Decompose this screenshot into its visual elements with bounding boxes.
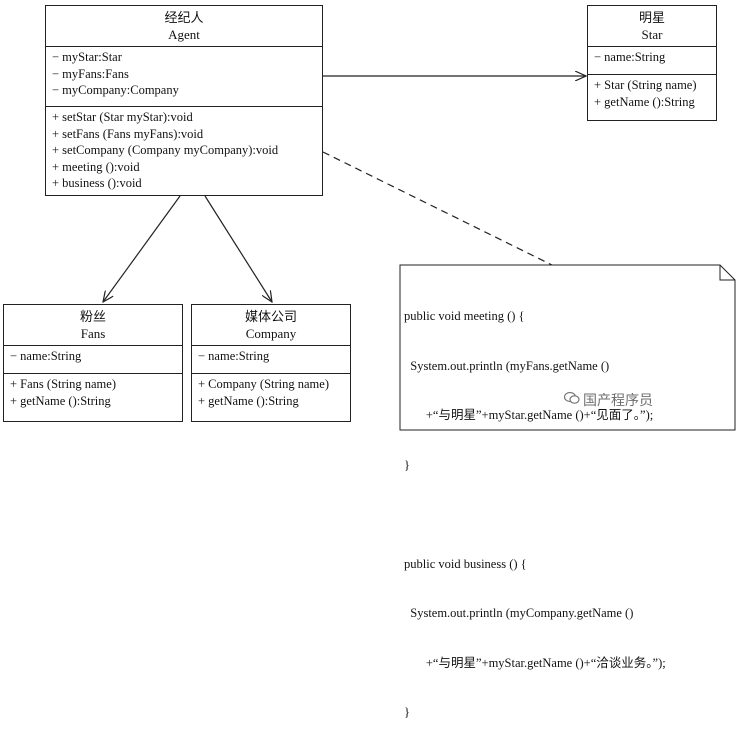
code-line: System.out.println (myFans.getName () [404,358,610,373]
class-fans-en-name: Fans [80,326,106,341]
class-fans-operations: + Fans (String name) + getName ():String [4,373,182,412]
class-star-en-name: Star [641,27,663,42]
association-agent-fans [103,195,181,302]
code-line: +“与明星”+myStar.getName ()+“洽谈业务。”); [404,655,666,670]
attribute: − myFans:Fans [52,66,129,81]
attribute: − myStar:Star [52,50,122,64]
class-agent: 经纪人 Agent − myStar:Star − myFans:Fans − … [45,5,323,196]
class-company-attributes: − name:String [192,345,350,373]
operation: + Fans (String name) [10,377,116,391]
class-agent-operations: + setStar (Star myStar):void + setFans (… [46,106,322,195]
class-star-attributes: − name:String [588,46,716,74]
class-fans-header: 粉丝 Fans [4,305,182,345]
operation: + business ():void [52,176,142,190]
class-fans: 粉丝 Fans − name:String + Fans (String nam… [3,304,183,422]
code-note-text: public void meeting () { System.out.prin… [404,275,666,754]
operation: + setStar (Star myStar):void [52,110,193,124]
class-star-cn-name: 明星 [638,10,665,25]
code-line: ​ [404,506,666,523]
class-star-header: 明星 Star [588,6,716,46]
attribute: − name:String [10,349,82,363]
class-company: 媒体公司 Company − name:String + Company (St… [191,304,351,422]
operation: + meeting ():void [52,159,140,174]
attribute: − myCompany:Company [52,83,179,97]
class-agent-cn-name: 经纪人 [164,10,204,25]
code-line: public void meeting () { [404,309,525,323]
note-shape [399,264,736,431]
class-fans-attributes: − name:String [4,345,182,373]
class-agent-attributes: − myStar:Star − myFans:Fans − myCompany:… [46,46,322,106]
code-line: } [404,457,410,472]
attribute: − name:String [198,349,270,363]
class-company-en-name: Company [245,326,297,341]
watermark-text: 国产程序员 [583,393,653,409]
operation: + getName ():String [594,94,695,109]
operation: + Company (String name) [198,377,329,391]
class-agent-en-name: Agent [168,27,200,42]
code-line: System.out.println (myCompany.getName () [404,606,634,620]
code-line: } [404,705,410,719]
class-agent-header: 经纪人 Agent [46,6,322,46]
code-note: public void meeting () { System.out.prin… [400,265,735,719]
note-anchor-line [322,151,553,266]
class-fans-cn-name: 粉丝 [79,309,106,324]
operation: + getName ():String [198,393,299,408]
wechat-icon [564,391,580,404]
operation: + getName ():String [10,393,111,408]
operation: + Star (String name) [594,78,697,92]
class-company-cn-name: 媒体公司 [244,309,297,324]
class-company-operations: + Company (String name) + getName ():Str… [192,373,350,412]
class-star-operations: + Star (String name) + getName ():String [588,74,716,113]
association-agent-company [204,195,272,302]
operation: + setFans (Fans myFans):void [52,126,204,141]
code-line: +“与明星”+myStar.getName ()+“见面了。”); [404,408,654,422]
attribute: − name:String [594,50,666,64]
class-company-header: 媒体公司 Company [192,305,350,345]
class-star: 明星 Star − name:String + Star (String nam… [587,5,717,121]
code-line: public void business () { [404,556,527,571]
relationship-lines [0,0,736,431]
operation: + setCompany (Company myCompany):void [52,143,279,157]
